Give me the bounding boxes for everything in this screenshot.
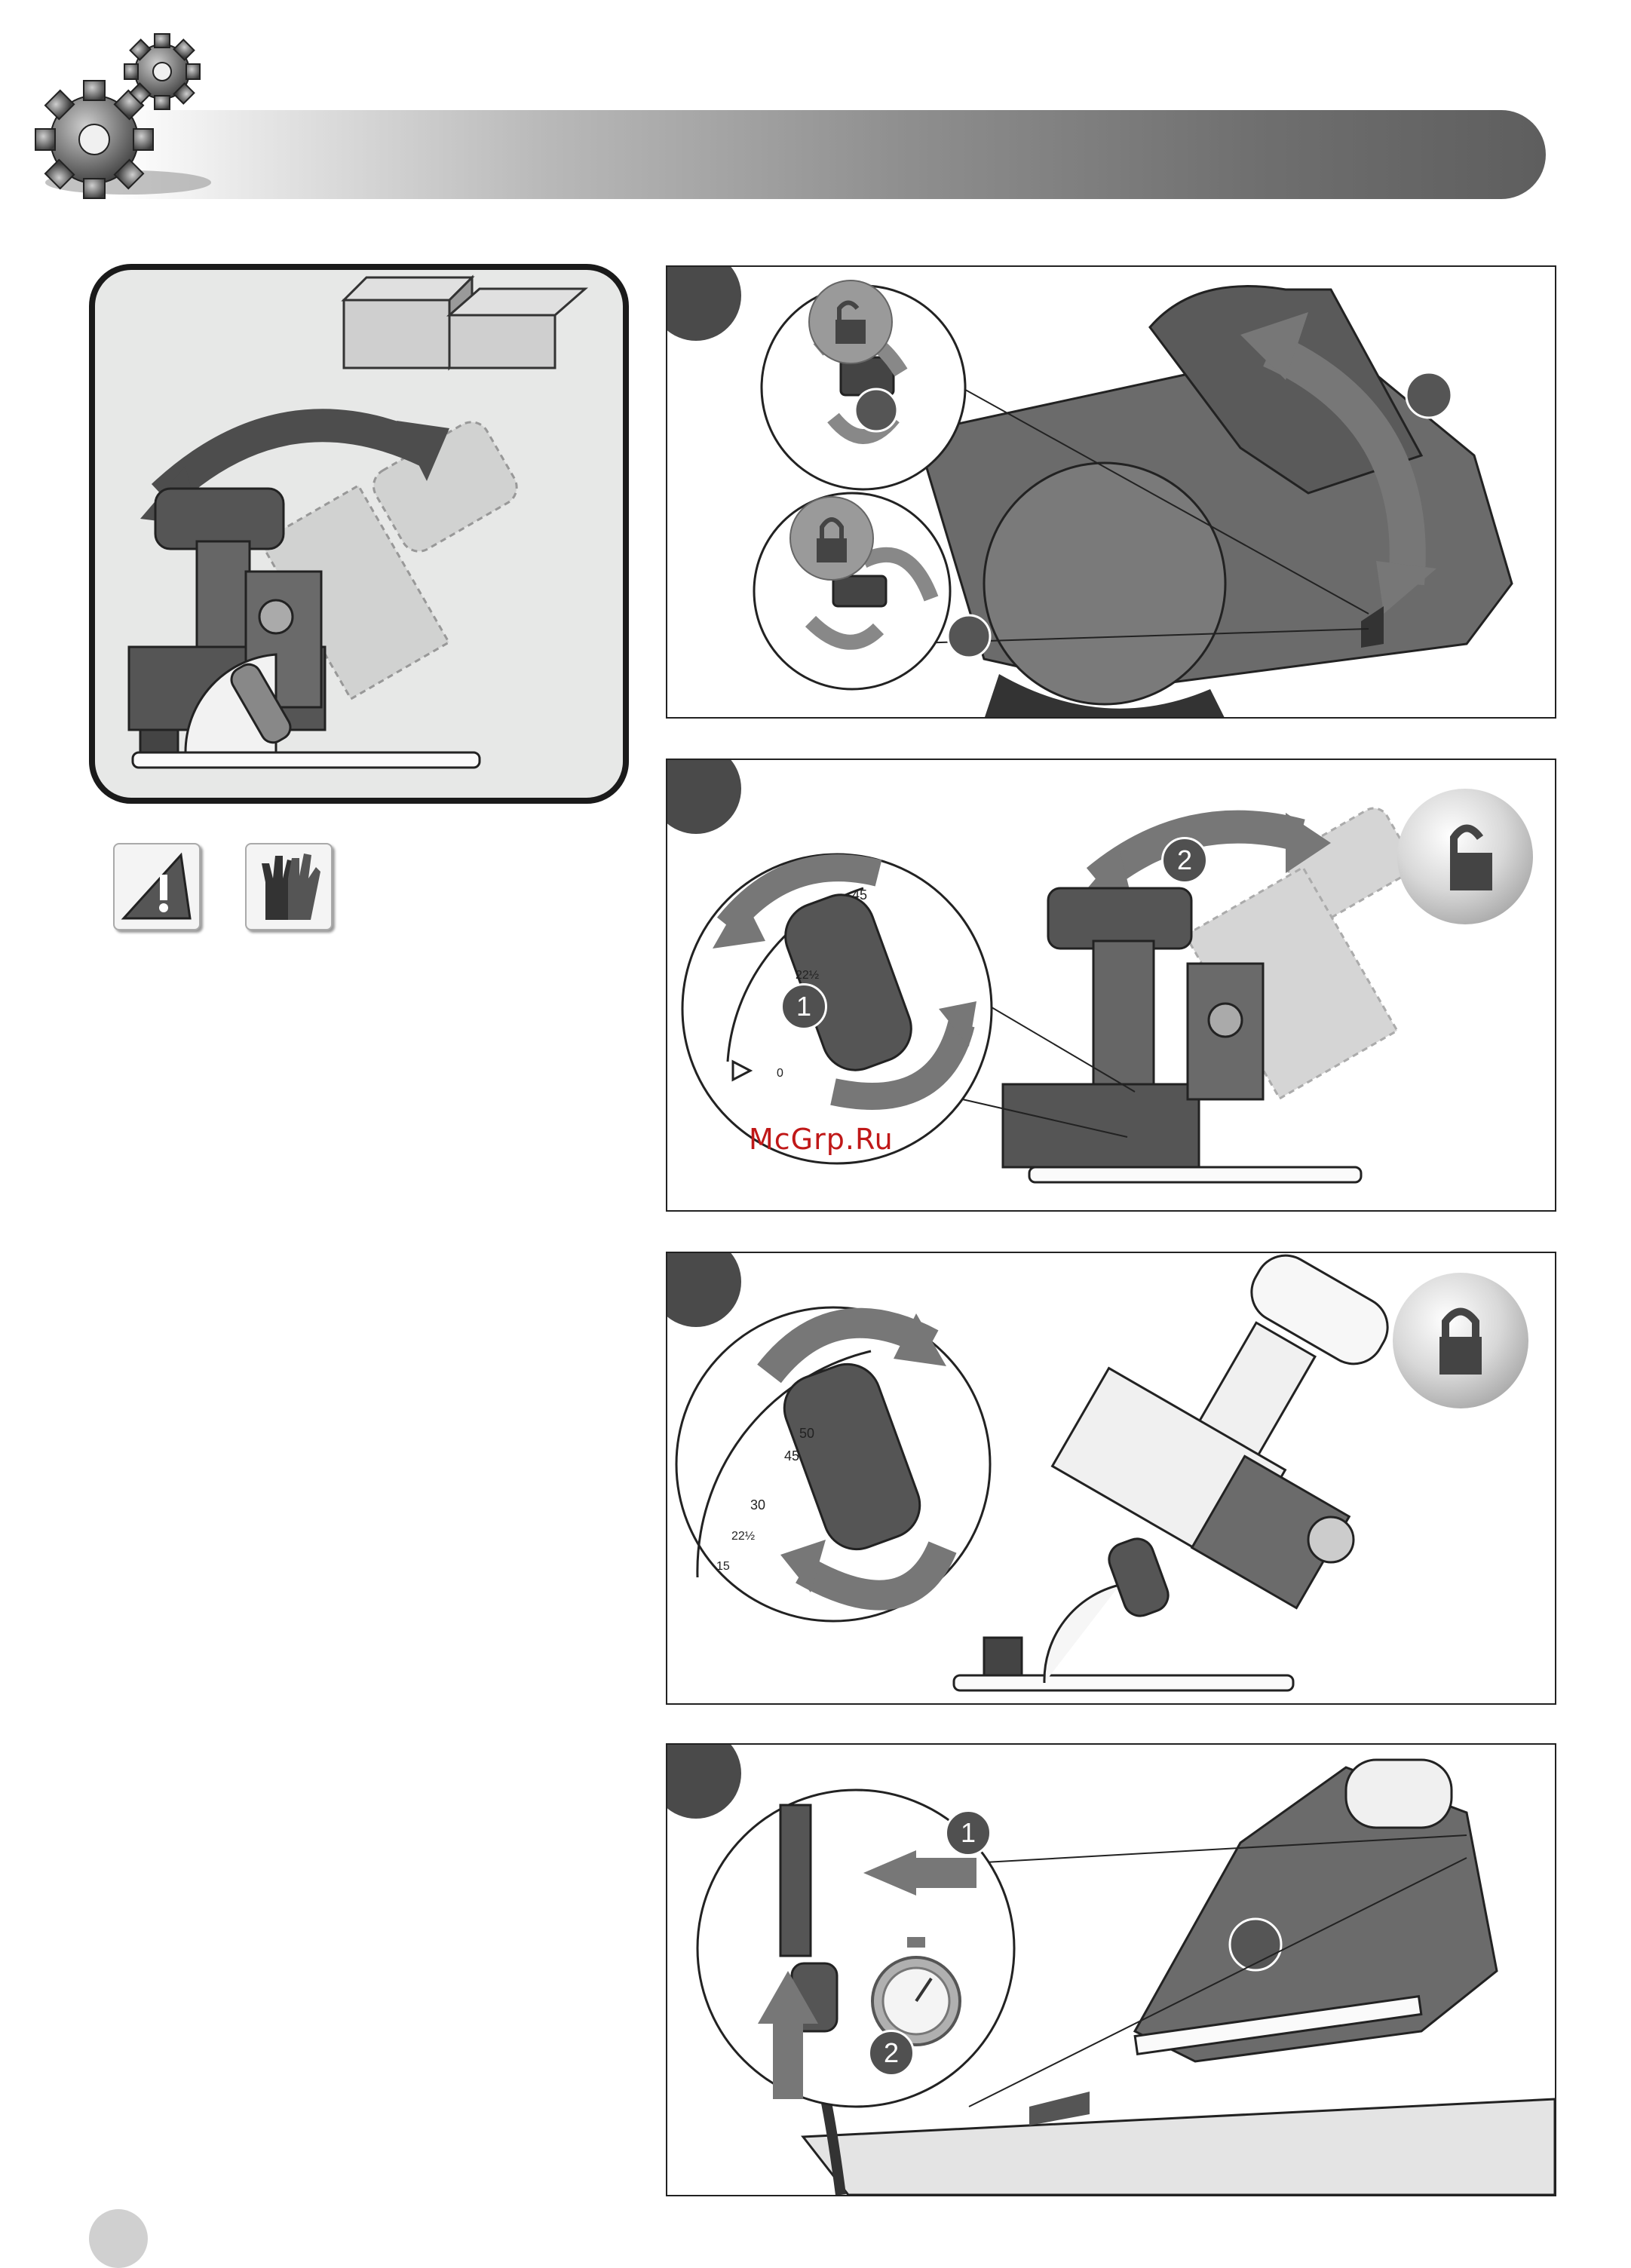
bevel-scale-mark: 22½ bbox=[731, 1530, 755, 1543]
step-number-badge: 1 bbox=[945, 1810, 992, 1856]
gloves-icon-box bbox=[245, 843, 333, 930]
bevel-saw-illustration bbox=[95, 270, 623, 798]
step-number-badge: 2 bbox=[1161, 837, 1208, 884]
step-panel-a bbox=[666, 265, 1556, 719]
unlocked-padlock-icon bbox=[1397, 789, 1533, 924]
bevel-scale-mark: 50 bbox=[799, 1426, 814, 1441]
locked-padlock-icon bbox=[790, 497, 873, 580]
bevel-scale-mark: 0 bbox=[777, 1067, 783, 1080]
gloves-icon bbox=[247, 844, 331, 929]
step-number-badge: 2 bbox=[868, 2030, 915, 2076]
step-panel-d: 1 2 bbox=[666, 1743, 1556, 2196]
page-number-tab bbox=[89, 2209, 148, 2268]
bevel-scale-mark: 15 bbox=[716, 1560, 730, 1573]
unlocked-padlock-icon bbox=[809, 280, 892, 363]
bevel-scale-mark: 22½ bbox=[796, 969, 819, 982]
intro-illustration-panel bbox=[89, 264, 629, 804]
header-bar bbox=[113, 110, 1546, 199]
bevel-scale-mark: 45 bbox=[852, 887, 867, 903]
step-number-badge: 1 bbox=[780, 983, 827, 1030]
watermark: McGrp.Ru bbox=[749, 1123, 894, 1156]
bevel-scale-mark: 45 bbox=[784, 1448, 799, 1463]
locked-padlock-icon bbox=[1393, 1273, 1528, 1408]
step-panel-c: 50 45 30 22½ 15 bbox=[666, 1252, 1556, 1705]
gear-icon bbox=[30, 23, 211, 204]
step-panel-b: 45 22½ 0 1 2 McGrp.Ru bbox=[666, 759, 1556, 1212]
warning-icon-box bbox=[113, 843, 201, 930]
blade-depth-illustration bbox=[667, 267, 1555, 717]
wood-pieces bbox=[344, 277, 585, 368]
cutting-illustration bbox=[667, 1745, 1555, 2195]
bevel-scale-mark: 30 bbox=[750, 1497, 765, 1513]
warning-triangle-icon bbox=[115, 844, 199, 929]
